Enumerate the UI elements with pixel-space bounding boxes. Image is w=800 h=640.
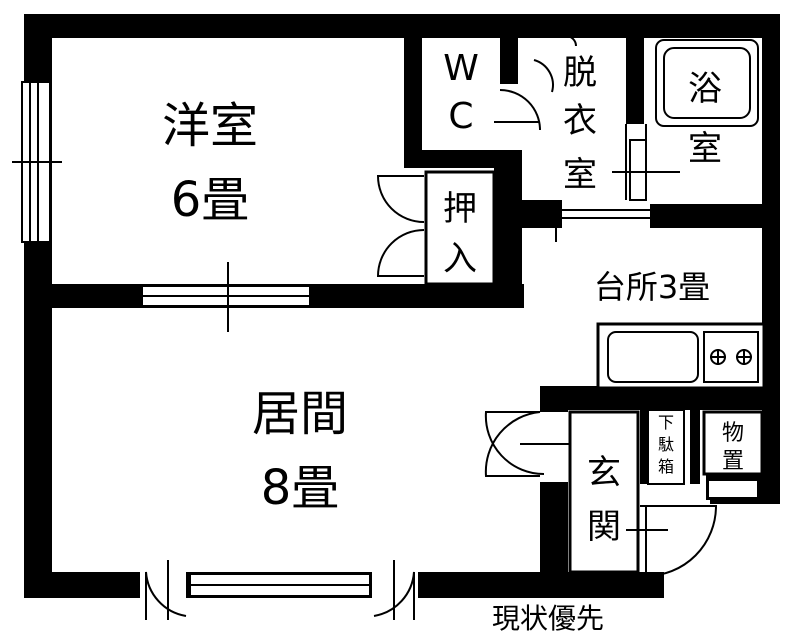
- living-room-name: 居間: [252, 386, 348, 442]
- storage-label-1: 物: [722, 421, 744, 446]
- wc-door: [494, 84, 541, 150]
- status-note: 現状優先: [492, 602, 604, 635]
- wall-closet-right: [494, 150, 522, 308]
- closet-doors: [376, 168, 496, 286]
- western-room-name: 洋室: [162, 98, 258, 154]
- dressing-label-3: 室: [563, 155, 597, 195]
- entrance-door: [484, 411, 578, 482]
- living-room-size: 8畳: [261, 460, 340, 516]
- shoe-box-label-1: 下: [658, 413, 674, 432]
- western-room-size: 6畳: [171, 172, 250, 228]
- dressing-fixtures: [522, 35, 680, 242]
- entrance-label-2: 関: [587, 507, 621, 547]
- wc-label-c: C: [448, 96, 473, 137]
- shoe-box-label-2: 駄: [658, 435, 674, 454]
- entrance-label-1: 玄: [587, 453, 621, 493]
- closet-label-1: 押: [443, 189, 477, 229]
- window-bottom: [189, 573, 371, 597]
- door-bottom-left: [140, 560, 187, 620]
- entrance-step: [568, 409, 764, 578]
- dressing-label-1: 脱: [563, 53, 597, 93]
- bath-label-2: 室: [688, 129, 722, 169]
- sliding-door-mid: [141, 262, 311, 332]
- wc-label-w: W: [443, 48, 479, 89]
- door-bottom-right: [372, 560, 418, 620]
- kitchen-counter: [596, 322, 766, 390]
- bathtub: [655, 39, 759, 127]
- closet-label-2: 入: [443, 239, 477, 279]
- dressing-label-2: 衣: [563, 101, 597, 141]
- kitchen-label: 台所3畳: [594, 268, 710, 306]
- bath-label-1: 浴: [688, 69, 722, 109]
- wall-western-right: [404, 14, 422, 186]
- storage-label-2: 置: [722, 449, 744, 474]
- shoe-box-label-3: 箱: [658, 457, 674, 476]
- wall-right: [762, 14, 780, 504]
- window-left: [12, 81, 62, 243]
- wall-top: [24, 14, 780, 38]
